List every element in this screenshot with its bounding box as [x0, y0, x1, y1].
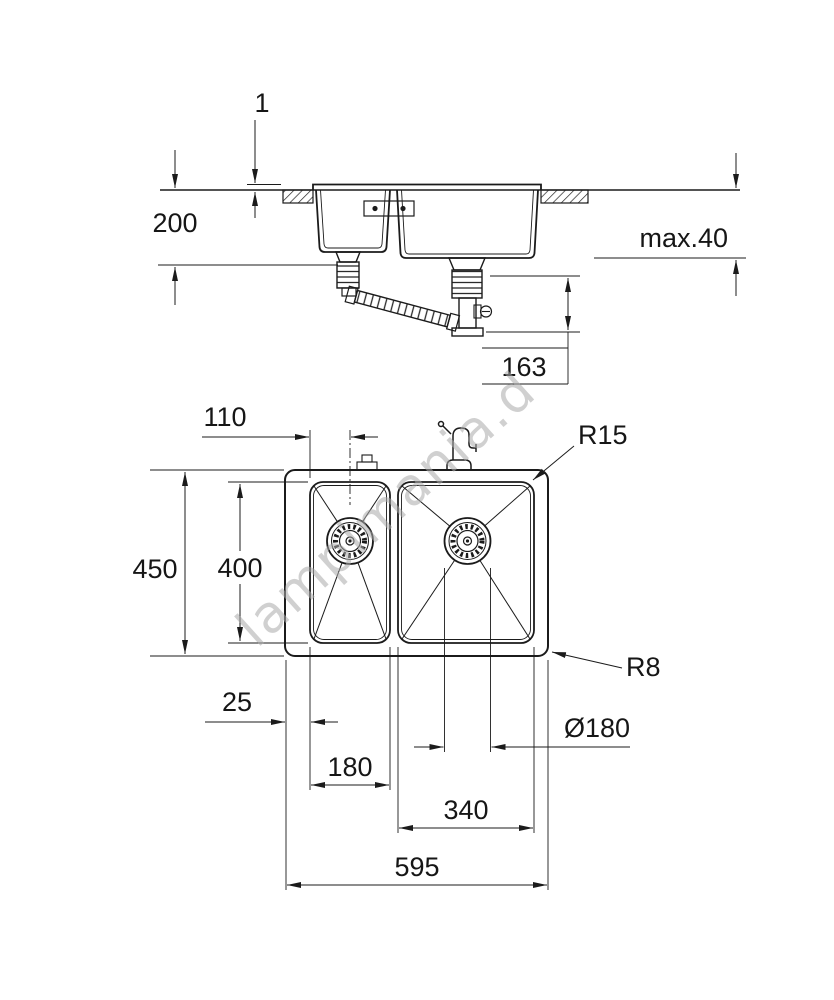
sink-outline	[284, 469, 549, 657]
dim-rim-height	[247, 120, 281, 218]
dim-drain-depth	[482, 275, 580, 385]
countertop-hatch-left	[282, 189, 314, 204]
mounting-clip	[363, 200, 415, 217]
sink-rim	[312, 183, 542, 190]
dim-large-bowl-width	[397, 647, 535, 833]
dim-outer-corner-radius	[551, 651, 623, 669]
large-bowl-slope-lines	[401, 485, 531, 640]
dim-inner-corner-radius	[532, 445, 575, 481]
large-bowl-inner	[401, 485, 531, 640]
divider-clip	[356, 454, 378, 471]
dim-label-drain-depth: 163	[501, 352, 546, 382]
dim-label-install-depth: 200	[152, 208, 197, 238]
small-bowl-section	[315, 189, 391, 253]
waste-pipe	[344, 285, 461, 332]
dim-label-counter-thickness: max.40	[639, 223, 728, 253]
large-bowl	[397, 481, 535, 644]
dim-label-large-bowl-width: 340	[443, 795, 488, 825]
large-bowl-section-inner	[401, 189, 534, 255]
dim-install-depth	[158, 150, 338, 305]
dim-label-inner-corner-radius: R15	[578, 420, 628, 450]
dim-rim-width	[205, 647, 338, 890]
dim-label-overall-width: 595	[394, 852, 439, 882]
countertop-hatch-right	[540, 189, 589, 204]
dim-drain-diameter	[414, 568, 630, 752]
dim-small-bowl-width	[311, 647, 391, 790]
dim-label-bowl-depth: 400	[217, 553, 262, 583]
dim-label-drain-diameter: Ø180	[564, 713, 630, 743]
dim-bowl-depth	[212, 481, 308, 644]
small-bowl-section-inner	[320, 189, 386, 249]
dim-label-outer-corner-radius: R8	[626, 652, 661, 682]
large-bowl-drain	[447, 257, 493, 337]
large-bowl-drain-plan	[443, 517, 492, 565]
dim-overall-depth	[150, 469, 284, 657]
small-bowl	[309, 481, 391, 644]
section-view	[158, 120, 746, 385]
small-bowl-slope-lines	[313, 485, 387, 640]
dim-label-drain-offset: 110	[203, 402, 246, 432]
dim-label-rim-height: 1	[254, 88, 269, 118]
dim-counter-thickness	[594, 153, 746, 296]
dimension-labels: 1 200 max.40 163 110 R15 450 400 R8 25 Ø…	[132, 88, 728, 882]
dim-label-overall-depth: 450	[132, 554, 177, 584]
large-bowl-section	[396, 189, 539, 259]
dim-label-small-bowl-width: 180	[327, 752, 372, 782]
small-bowl-drain-plan	[326, 517, 374, 565]
plan-view	[150, 420, 630, 890]
dim-overall-width	[287, 660, 549, 890]
dim-drain-offset	[202, 430, 378, 505]
faucet	[437, 420, 477, 470]
dim-label-rim-width: 25	[222, 687, 252, 717]
